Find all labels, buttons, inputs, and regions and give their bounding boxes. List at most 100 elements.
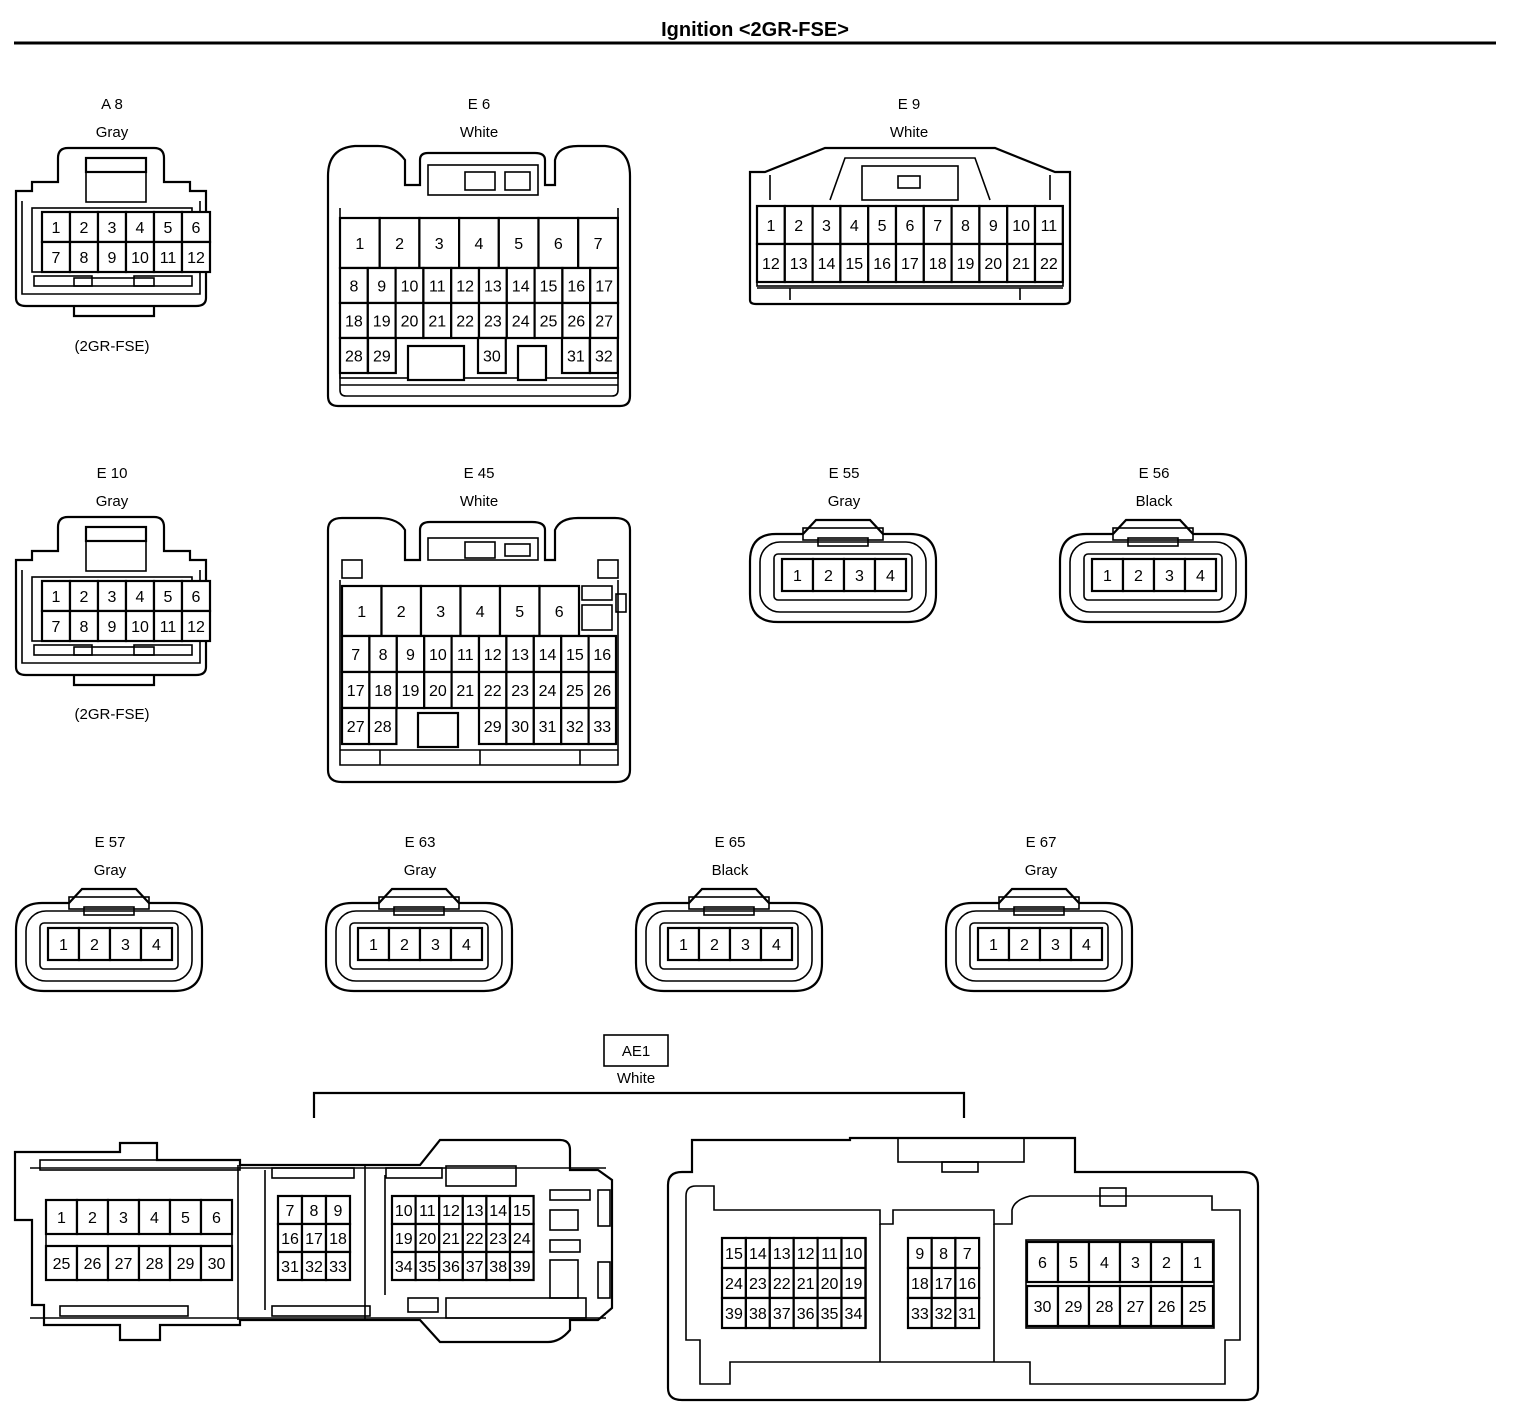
svg-text:17: 17 <box>347 683 365 700</box>
svg-text:3: 3 <box>436 604 445 621</box>
pin-cell: 12 <box>477 634 508 674</box>
svg-text:White: White <box>617 1070 655 1087</box>
svg-text:6: 6 <box>554 236 563 253</box>
svg-text:31: 31 <box>958 1306 976 1323</box>
pin-cell: 39 <box>508 1250 535 1282</box>
pin-cell: 19 <box>366 301 397 340</box>
svg-text:Gray: Gray <box>94 862 127 879</box>
svg-text:8: 8 <box>961 218 970 235</box>
svg-text:4: 4 <box>474 236 483 253</box>
label-e10: E 10 Gray (2GR-FSE) <box>75 465 150 723</box>
svg-text:15: 15 <box>513 1203 531 1220</box>
pin-cell: 9 <box>395 634 426 674</box>
pin-cell: 3 <box>106 1198 141 1236</box>
svg-text:25: 25 <box>1189 1299 1207 1316</box>
svg-text:19: 19 <box>845 1276 863 1293</box>
svg-text:1: 1 <box>1193 1255 1202 1272</box>
svg-text:31: 31 <box>567 349 585 366</box>
pin-cell: 1 <box>976 926 1011 962</box>
pin-cell: 2 <box>387 926 422 962</box>
svg-text:E 57: E 57 <box>95 834 126 851</box>
svg-text:White: White <box>460 493 498 510</box>
pin-cell: 7 <box>577 216 620 270</box>
pin-cell: 16 <box>276 1222 304 1254</box>
svg-text:7: 7 <box>52 250 61 267</box>
label-e55: E 55 Gray <box>828 465 861 510</box>
svg-text:24: 24 <box>725 1276 743 1293</box>
svg-text:E 10: E 10 <box>97 465 128 482</box>
svg-text:25: 25 <box>540 314 558 331</box>
svg-text:7: 7 <box>933 218 942 235</box>
svg-text:2: 2 <box>824 568 833 585</box>
pin-cell: 8 <box>68 609 100 643</box>
svg-text:12: 12 <box>187 619 205 636</box>
svg-text:3: 3 <box>822 218 831 235</box>
svg-text:2: 2 <box>80 589 89 606</box>
svg-text:13: 13 <box>790 256 808 273</box>
svg-text:E 65: E 65 <box>715 834 746 851</box>
svg-text:3: 3 <box>855 568 864 585</box>
pin-cell: 33 <box>324 1250 352 1282</box>
svg-text:25: 25 <box>566 683 584 700</box>
svg-text:16: 16 <box>958 1276 976 1293</box>
svg-text:39: 39 <box>513 1259 531 1276</box>
pin-cell: 8 <box>68 240 100 274</box>
svg-text:6: 6 <box>555 604 564 621</box>
svg-text:20: 20 <box>429 683 447 700</box>
pin-cell: 25 <box>44 1244 79 1282</box>
pin-cell: 37 <box>461 1250 488 1282</box>
svg-text:13: 13 <box>773 1246 791 1263</box>
pin-cell: 1 <box>340 584 383 638</box>
pin-cell: 4 <box>139 926 174 962</box>
svg-text:16: 16 <box>593 647 611 664</box>
pin-cell: 1 <box>666 926 701 962</box>
svg-text:9: 9 <box>334 1203 343 1220</box>
svg-text:21: 21 <box>428 314 446 331</box>
svg-text:2: 2 <box>88 1210 97 1227</box>
pin-cell: 15 <box>533 266 564 305</box>
pin-cell: 7 <box>40 240 72 274</box>
svg-text:2: 2 <box>710 937 719 954</box>
svg-text:20: 20 <box>821 1276 839 1293</box>
svg-text:1: 1 <box>357 604 366 621</box>
pin-cell: 2 <box>697 926 732 962</box>
svg-text:23: 23 <box>749 1276 767 1293</box>
svg-text:24: 24 <box>512 314 530 331</box>
pin-cell: 12 <box>180 240 212 274</box>
svg-text:28: 28 <box>374 719 392 736</box>
svg-text:19: 19 <box>395 1231 413 1248</box>
pin-cell: 1 <box>356 926 391 962</box>
svg-text:7: 7 <box>594 236 603 253</box>
pin-cell: 4 <box>124 579 156 613</box>
svg-text:18: 18 <box>929 256 947 273</box>
pin-cell: 7 <box>954 1236 981 1270</box>
pin-cell: 1 <box>1090 557 1125 593</box>
svg-text:3: 3 <box>119 1210 128 1227</box>
svg-text:1: 1 <box>793 568 802 585</box>
pin-cell: 3 <box>418 926 453 962</box>
pin-cell: 21 <box>422 301 453 340</box>
pin-cell: 18 <box>368 670 398 710</box>
pin-cell: 32 <box>560 706 590 746</box>
svg-text:36: 36 <box>442 1259 460 1276</box>
pin-cell: 23 <box>477 301 508 340</box>
svg-text:11: 11 <box>160 250 177 267</box>
pin-cell: 11 <box>450 634 481 674</box>
pin-cell: 3 <box>96 210 128 244</box>
svg-text:3: 3 <box>108 220 117 237</box>
pin-cell: 7 <box>276 1194 304 1226</box>
pin-cell: 4 <box>873 557 908 593</box>
pin-cell: 5 <box>498 584 541 638</box>
pin-cell: 14 <box>744 1236 771 1270</box>
svg-text:12: 12 <box>797 1246 815 1263</box>
svg-text:17: 17 <box>935 1276 953 1293</box>
svg-text:1: 1 <box>355 236 364 253</box>
pin-cell: 17 <box>930 1266 957 1300</box>
pin-cell: 1 <box>40 210 72 244</box>
svg-text:5: 5 <box>164 220 173 237</box>
